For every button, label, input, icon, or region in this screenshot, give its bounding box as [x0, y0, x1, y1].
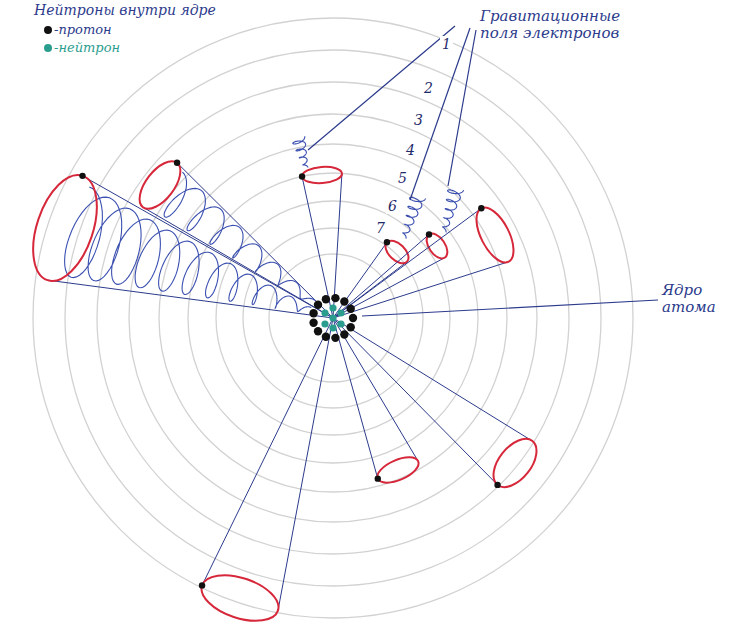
proton-dot — [322, 333, 330, 341]
leader-line — [308, 26, 455, 150]
legend-swatch — [44, 44, 52, 52]
electron-dot — [79, 173, 85, 179]
callout-label: Ядро атома — [662, 282, 744, 317]
callout-number: 4 — [404, 142, 417, 158]
legend-swatch — [44, 26, 52, 34]
field-spiral — [164, 172, 316, 301]
orbit-ring — [97, 82, 569, 554]
cone-edge — [333, 318, 418, 461]
proton-dot — [340, 330, 348, 338]
electron-orbit — [301, 165, 342, 184]
proton-dot — [349, 314, 357, 322]
legend-text: -протон — [54, 22, 112, 37]
cone-edge — [333, 318, 532, 441]
orbit-ring — [33, 18, 633, 618]
electron-dot — [384, 239, 390, 245]
cone-edge — [202, 318, 333, 585]
neutron-dot — [329, 324, 336, 331]
proton-dot — [331, 334, 339, 342]
electron-orbit — [422, 230, 451, 262]
cone-edge — [333, 234, 429, 318]
proton-dot — [309, 309, 317, 317]
proton-dot — [340, 297, 348, 305]
orbit-ring — [159, 144, 507, 492]
callout-number: 5 — [396, 170, 409, 186]
electron-dot — [494, 482, 500, 488]
leader-line — [362, 300, 658, 316]
cone-edge — [302, 177, 333, 318]
proton-dot — [347, 323, 355, 331]
neutron-dot — [337, 320, 344, 327]
electron-dot — [375, 475, 381, 481]
cone-edge — [83, 176, 333, 318]
neutron-dot — [329, 304, 336, 311]
orbit-ring — [129, 114, 537, 522]
field-spiral — [403, 197, 426, 238]
callout-number: 2 — [422, 80, 435, 96]
neutron-dot — [337, 309, 344, 316]
neutron-dot — [321, 309, 328, 316]
proton-dot — [322, 295, 330, 303]
proton-dot — [331, 294, 339, 302]
callout-label: Гравитационные поля электронов — [480, 8, 660, 43]
electron-orbit — [21, 167, 109, 289]
cone-edge — [47, 280, 333, 318]
proton-dot — [314, 327, 322, 335]
field-spiral — [293, 136, 308, 167]
field-spiral — [65, 187, 312, 312]
cone-edge — [333, 318, 498, 485]
electron-orbit — [196, 566, 285, 629]
electron-orbit — [374, 452, 422, 488]
callout-number: 6 — [386, 198, 399, 214]
electron-orbit — [485, 431, 545, 495]
diagram-title: Нейтроны внутри ядре — [34, 2, 294, 18]
electron-dot — [199, 582, 205, 588]
cone-edge — [278, 318, 333, 611]
proton-dot — [309, 319, 317, 327]
proton-dot — [347, 305, 355, 313]
neutron-dot — [329, 314, 336, 321]
electron-dot — [478, 205, 484, 211]
cone-edge — [333, 242, 387, 318]
proton-dot — [314, 301, 322, 309]
electron-orbit — [132, 154, 188, 215]
callout-number: 1 — [440, 36, 453, 52]
neutron-dot — [321, 320, 328, 327]
orbit-ring — [65, 50, 601, 586]
legend-row: -нейтрон — [44, 40, 120, 55]
legend-text: -нейтрон — [54, 40, 120, 55]
field-spiral — [443, 190, 464, 233]
electron-orbit — [469, 202, 521, 268]
callout-number: 3 — [412, 112, 425, 128]
legend-row: -протон — [44, 22, 112, 37]
callout-number: 7 — [374, 220, 387, 236]
cone-edge — [333, 318, 378, 479]
electron-dot — [426, 231, 432, 237]
leader-line — [448, 30, 476, 186]
electron-dot — [174, 160, 180, 166]
electron-dot — [299, 173, 305, 179]
